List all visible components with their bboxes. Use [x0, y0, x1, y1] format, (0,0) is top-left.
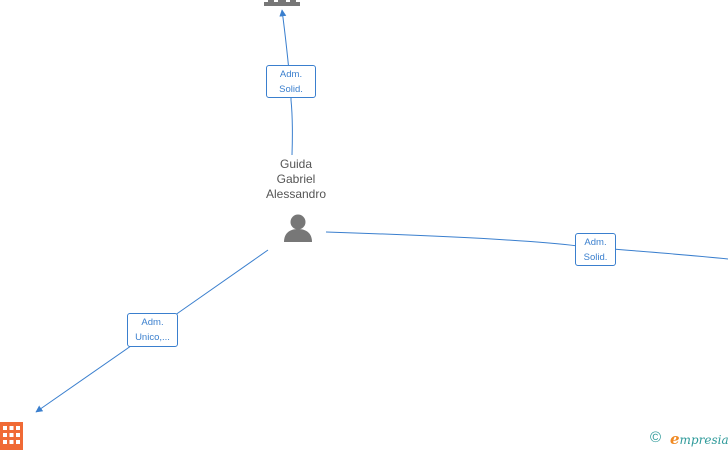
copyright-icon: © — [650, 429, 662, 446]
brand-logo: empresia — [670, 431, 728, 448]
relation-label-line: Solid. — [279, 83, 303, 95]
relation-label-line: Solid. — [583, 251, 608, 263]
relation-label-top[interactable]: Adm. Solid. — [266, 65, 316, 98]
relation-label-line: Adm. — [279, 68, 303, 80]
relation-label-bottom-left[interactable]: Adm. Unico,... — [127, 313, 178, 347]
edge-to-right-company — [325, 231, 728, 260]
brand-rest: mpresia — [679, 433, 728, 447]
person-icon[interactable] — [284, 214, 312, 243]
brand-initial: e — [670, 430, 680, 448]
person-name-line: Guida — [279, 157, 313, 171]
relation-label-line: Adm. — [141, 317, 164, 328]
relation-label-right[interactable]: Adm. Solid. — [575, 233, 616, 266]
person-name[interactable]: Guida Gabriel Alessandro — [246, 157, 346, 202]
person-name-line: Gabriel — [276, 172, 316, 186]
building-icon[interactable] — [264, 0, 300, 6]
person-name-line: Alessandro — [265, 187, 327, 201]
building-icon[interactable] — [0, 422, 23, 450]
relation-label-line: Unico,... — [135, 332, 170, 343]
relation-label-line: Adm. — [584, 236, 607, 248]
